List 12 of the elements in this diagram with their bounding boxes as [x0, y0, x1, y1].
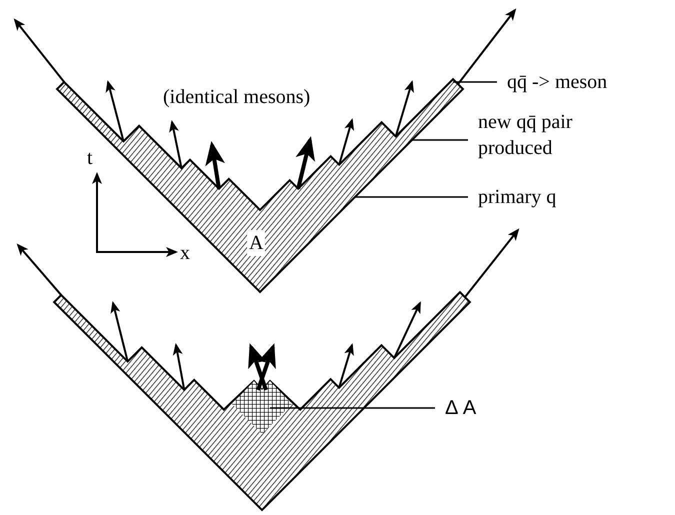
axis-label: t: [87, 146, 93, 171]
axis-label: x: [180, 241, 190, 266]
leader-line: [355, 196, 468, 198]
leader-line: [412, 139, 468, 141]
leader-line: [270, 407, 435, 409]
leader-line: [453, 81, 497, 83]
callout-text: new qq̄ pair produced: [468, 109, 628, 161]
callout-text: Δ A: [435, 395, 476, 421]
callout-text: qq̄ -> meson: [497, 69, 608, 95]
callout-text: primary q: [468, 184, 556, 210]
area-label: A: [247, 230, 266, 256]
note-text: (identical mesons): [163, 85, 310, 110]
